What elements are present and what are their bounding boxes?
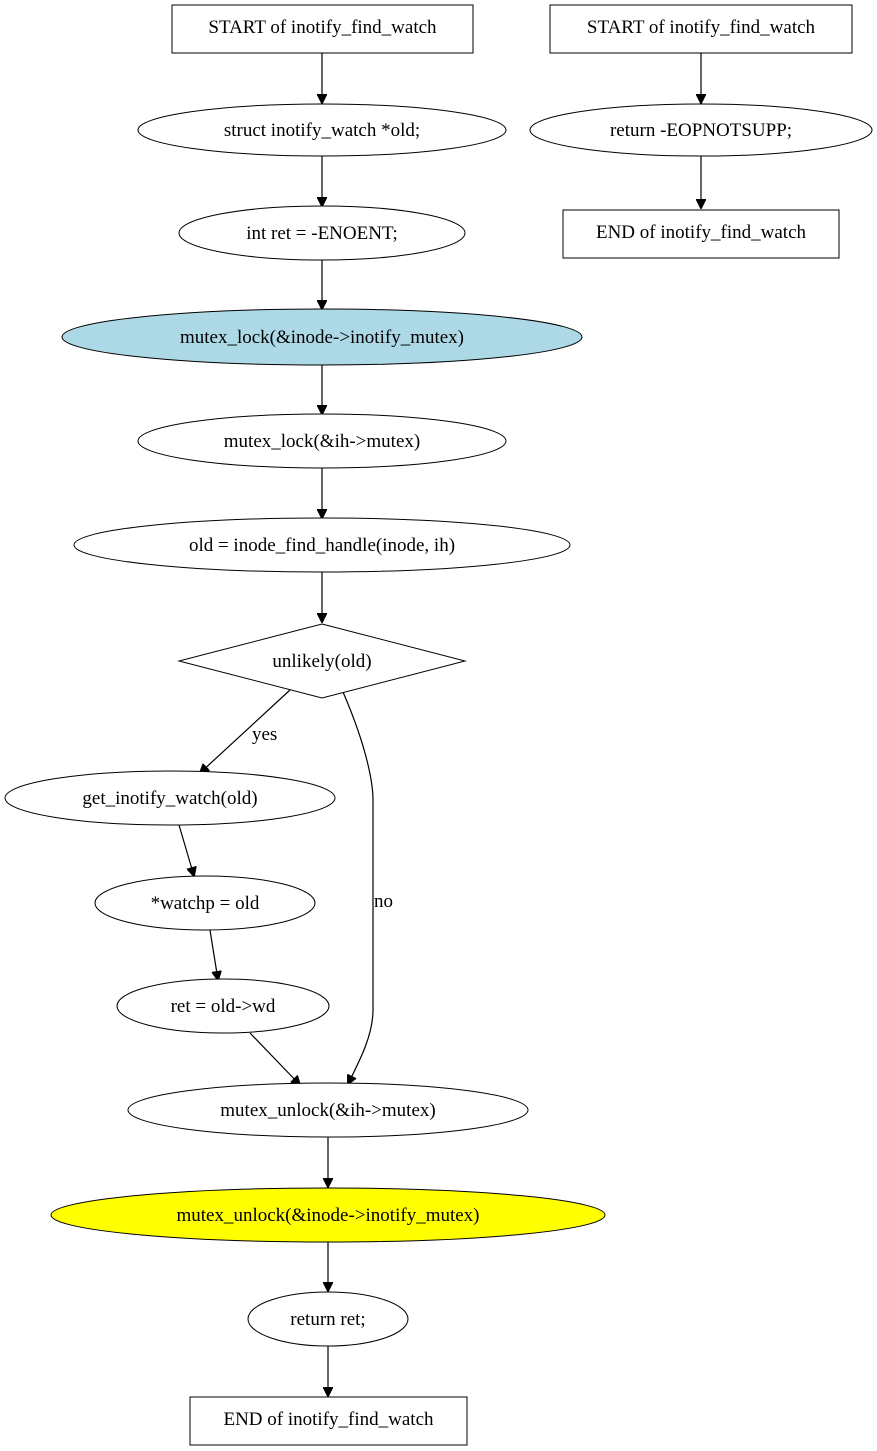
node-decl-old-label: struct inotify_watch *old; xyxy=(224,120,420,141)
node-unlock-ih: mutex_unlock(&ih->mutex) xyxy=(127,1082,529,1138)
node-set-watchp: *watchp = old xyxy=(94,875,316,931)
node-lock-inode: mutex_lock(&inode->inotify_mutex) xyxy=(61,308,583,366)
edge-watchp-to-set-ret xyxy=(209,929,218,980)
edges: yes no xyxy=(178,53,701,1396)
node-cond-unlikely-label: unlikely(old) xyxy=(272,651,371,672)
edge-set-ret-to-unlock-ih xyxy=(249,1032,300,1085)
node-end-right-label: END of inotify_find_watch xyxy=(596,222,807,243)
node-decl-old: struct inotify_watch *old; xyxy=(137,103,507,157)
node-return-ret-label: return ret; xyxy=(290,1309,365,1330)
edge-label-no: no xyxy=(374,891,393,912)
node-end-left-label: END of inotify_find_watch xyxy=(223,1409,434,1430)
node-start-left-label: START of inotify_find_watch xyxy=(208,17,437,38)
node-lock-ih-label: mutex_lock(&ih->mutex) xyxy=(224,431,420,452)
node-start-left: START of inotify_find_watch xyxy=(171,4,474,54)
node-set-ret-label: ret = old->wd xyxy=(171,996,276,1017)
edge-get-watch-to-watchp xyxy=(178,824,194,876)
node-end-left: END of inotify_find_watch xyxy=(189,1396,468,1446)
node-start-right-label: START of inotify_find_watch xyxy=(587,17,816,38)
node-get-watch: get_inotify_watch(old) xyxy=(4,770,336,826)
node-return-ret: return ret; xyxy=(247,1291,409,1347)
node-start-right: START of inotify_find_watch xyxy=(549,4,853,54)
node-return-eop: return -EOPNOTSUPP; xyxy=(529,103,873,157)
edge-cond-no xyxy=(342,691,374,1084)
node-cond-unlikely: unlikely(old) xyxy=(177,623,467,699)
node-unlock-ih-label: mutex_unlock(&ih->mutex) xyxy=(220,1100,435,1121)
node-get-watch-label: get_inotify_watch(old) xyxy=(82,788,257,809)
node-lock-inode-label: mutex_lock(&inode->inotify_mutex) xyxy=(180,327,464,348)
node-decl-ret-label: int ret = -ENOENT; xyxy=(246,223,398,244)
edge-label-yes: yes xyxy=(252,724,277,745)
node-find-handle: old = inode_find_handle(inode, ih) xyxy=(73,517,571,573)
node-decl-ret: int ret = -ENOENT; xyxy=(178,205,466,261)
node-unlock-inode: mutex_unlock(&inode->inotify_mutex) xyxy=(50,1187,606,1243)
node-return-eop-label: return -EOPNOTSUPP; xyxy=(610,120,792,141)
node-set-ret: ret = old->wd xyxy=(116,978,330,1034)
node-unlock-inode-label: mutex_unlock(&inode->inotify_mutex) xyxy=(176,1205,479,1226)
node-lock-ih: mutex_lock(&ih->mutex) xyxy=(137,413,507,469)
node-end-right: END of inotify_find_watch xyxy=(562,209,840,259)
edge-cond-yes xyxy=(200,689,291,773)
node-find-handle-label: old = inode_find_handle(inode, ih) xyxy=(189,535,455,556)
node-set-watchp-label: *watchp = old xyxy=(151,893,260,914)
